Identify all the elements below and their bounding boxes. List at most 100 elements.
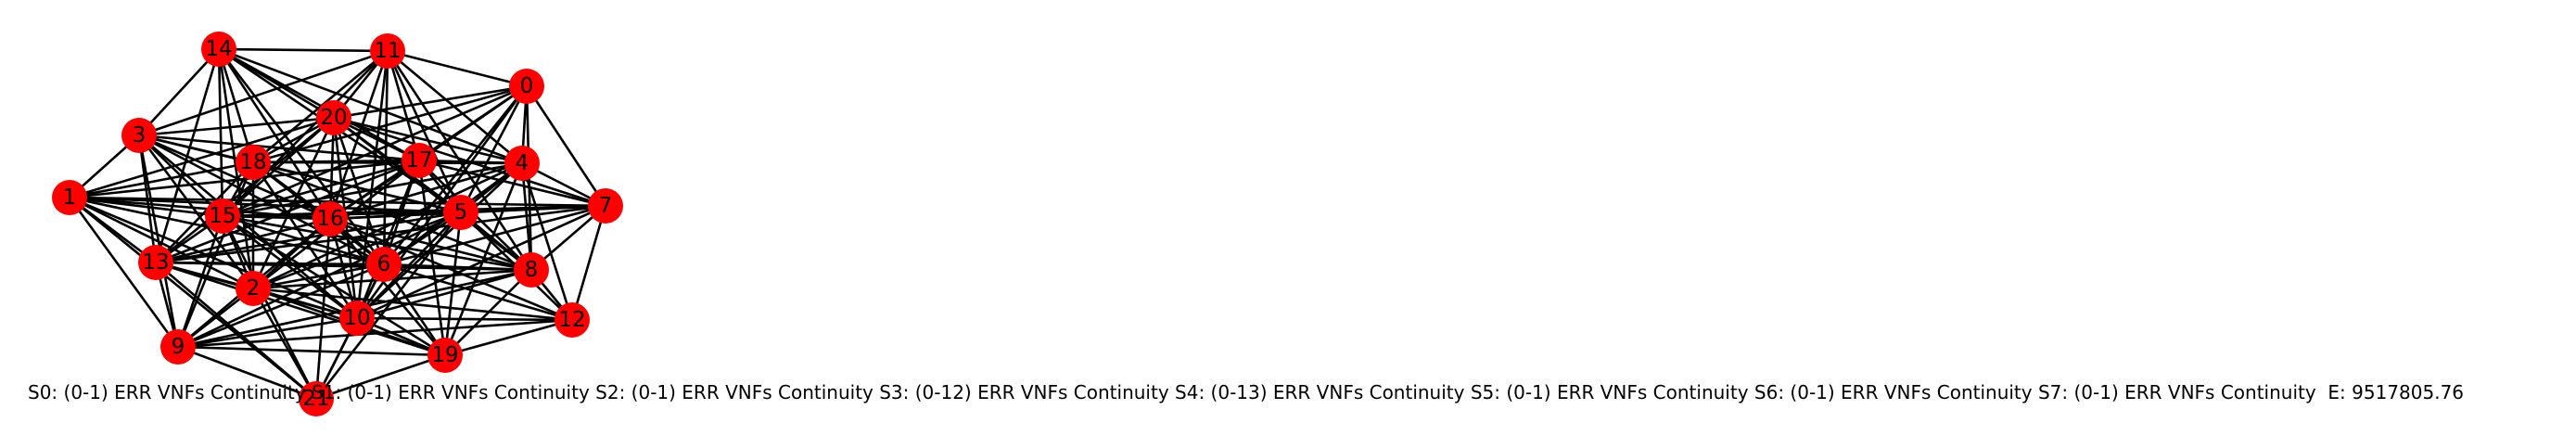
node-10: 10	[339, 301, 375, 336]
node-9: 9	[160, 329, 196, 365]
node-circle	[443, 195, 478, 230]
edge-4-19	[443, 162, 524, 356]
edge-18-13	[155, 161, 254, 263]
edge-8-13	[155, 261, 532, 272]
caption-text: S0: (0-1) ERR VNFs Continuity S1: (0-1) …	[28, 381, 2465, 403]
node-circle	[299, 381, 334, 416]
node-circle	[312, 201, 348, 237]
edge-17-13	[155, 159, 420, 264]
node-circle	[370, 33, 405, 69]
node-label: 18	[239, 150, 266, 174]
node-label: 11	[374, 39, 401, 63]
edge-17-7	[418, 159, 606, 208]
node-label: 19	[431, 343, 458, 367]
edge-9-12	[177, 318, 573, 349]
node-label: 20	[320, 106, 347, 130]
node-circle	[52, 180, 87, 215]
node-18: 18	[236, 145, 271, 180]
node-label: 14	[205, 37, 232, 61]
node-circle	[121, 118, 157, 153]
edge-2-12	[252, 287, 573, 322]
edge-13-21	[155, 262, 317, 400]
node-label: 3	[133, 123, 147, 147]
node-circle	[427, 338, 463, 373]
node-circle	[555, 302, 590, 338]
node-circle	[201, 32, 236, 67]
node-label: 1	[63, 186, 77, 210]
edge-8-10	[356, 268, 532, 320]
node-circle	[339, 301, 375, 336]
edge-3-16	[138, 134, 331, 221]
edge-0-20	[333, 84, 528, 120]
node-circle	[205, 198, 240, 234]
edge-5-21	[314, 211, 463, 400]
edge-17-15	[222, 159, 420, 218]
node-1: 1	[52, 180, 87, 215]
node-circle	[402, 143, 437, 178]
node-circle	[236, 271, 271, 306]
edge-7-6	[383, 204, 606, 266]
node-label: 8	[525, 258, 539, 282]
node-0: 0	[509, 69, 544, 104]
edge-15-9	[176, 215, 224, 348]
edge-13-19	[155, 261, 446, 357]
node-5: 5	[443, 195, 478, 230]
edge-4-16	[329, 161, 523, 221]
edge-1-20	[69, 116, 335, 199]
node-label: 7	[599, 194, 613, 218]
edge-12-19	[444, 318, 573, 357]
node-label: 2	[247, 276, 261, 301]
edge-14-4	[218, 47, 523, 165]
node-17: 17	[402, 143, 437, 178]
node-label: 6	[377, 252, 391, 276]
edge-14-15	[217, 48, 224, 217]
edge-9-19	[177, 345, 446, 357]
edge-14-11	[218, 47, 389, 53]
node-label: 12	[558, 308, 585, 332]
node-label: 21	[302, 387, 329, 411]
edge-0-7	[525, 85, 607, 207]
edge-9-21	[177, 345, 317, 401]
node-circle	[504, 146, 540, 181]
edge-7-13	[155, 204, 606, 264]
edge-5-9	[177, 211, 462, 349]
edge-4-12	[520, 162, 574, 321]
node-label: 13	[142, 250, 169, 275]
node-20: 20	[316, 100, 351, 135]
edge-5-2	[252, 211, 462, 290]
node-label: 9	[172, 335, 185, 359]
edge-3-20	[138, 116, 335, 137]
edge-1-9	[68, 197, 180, 348]
node-14: 14	[201, 32, 236, 67]
node-circle	[236, 145, 271, 180]
node-label: 16	[316, 207, 343, 231]
node-11: 11	[370, 33, 405, 69]
edge-1-7	[69, 196, 606, 208]
edge-18-5	[252, 160, 462, 214]
node-13: 13	[138, 245, 173, 280]
edge-19-21	[315, 353, 446, 401]
edge-20-4	[333, 116, 523, 165]
edge-6-12	[383, 262, 573, 322]
edge-1-18	[69, 160, 254, 199]
node-16: 16	[312, 201, 348, 237]
edge-7-12	[570, 205, 607, 321]
node-8: 8	[514, 252, 549, 288]
node-3: 3	[121, 118, 157, 153]
edge-4-2	[252, 161, 523, 290]
edge-5-13	[155, 211, 462, 264]
edge-6-9	[177, 262, 385, 349]
node-circle	[588, 188, 623, 224]
edge-0-5	[459, 85, 529, 213]
node-12: 12	[555, 302, 590, 338]
edge-6-2	[252, 262, 385, 290]
node-15: 15	[205, 198, 240, 234]
edge-5-7	[460, 204, 606, 214]
edge-2-21	[251, 288, 318, 400]
node-2: 2	[236, 271, 271, 306]
edge-10-12	[356, 316, 573, 322]
node-label: 5	[454, 200, 468, 224]
node-circle	[316, 100, 351, 135]
